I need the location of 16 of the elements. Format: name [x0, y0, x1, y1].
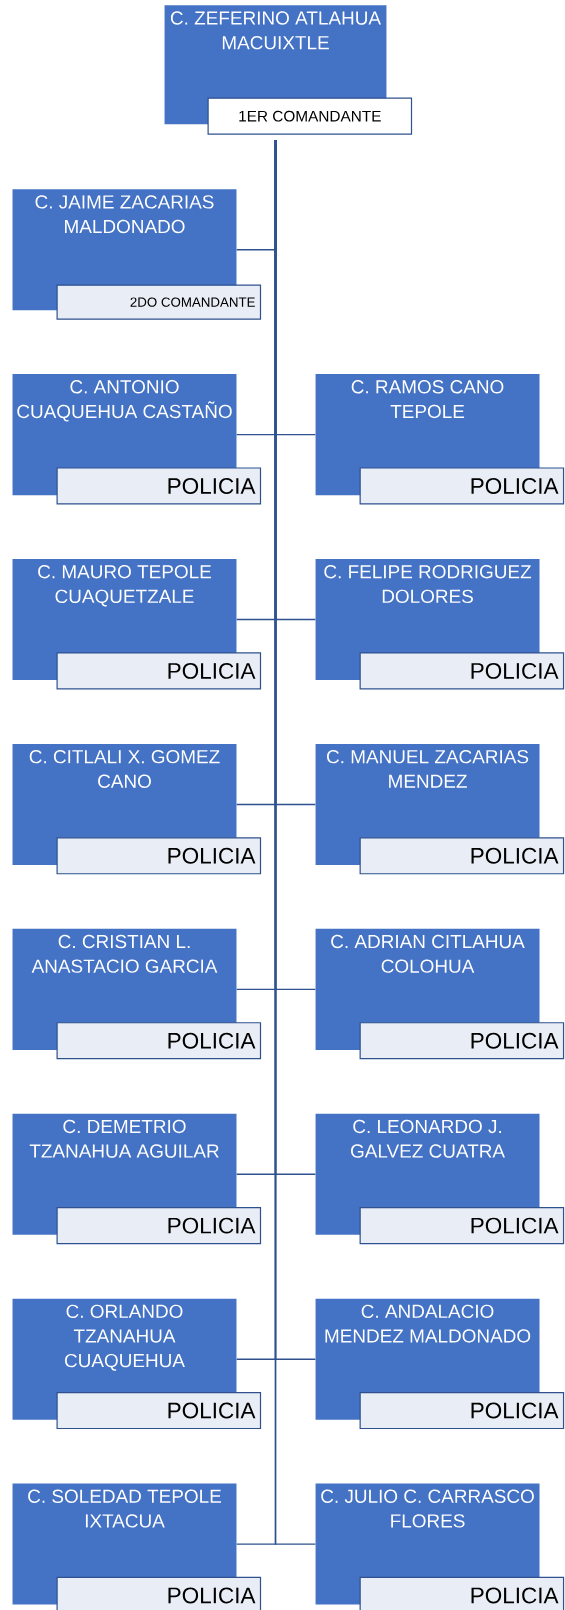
role-label: POLICIA — [56, 1391, 262, 1430]
role-label: POLICIA — [56, 1576, 262, 1610]
role-label: POLICIA — [359, 652, 565, 690]
role-label: POLICIA — [359, 467, 565, 505]
role-label: POLICIA — [359, 837, 565, 875]
role-label: POLICIA — [56, 837, 262, 875]
role-label: POLICIA — [359, 1391, 565, 1430]
role-label: 2DO COMANDANTE — [56, 284, 262, 320]
role-label: POLICIA — [359, 1207, 565, 1245]
role-label: POLICIA — [359, 1576, 565, 1610]
role-label: 1ER COMANDANTE — [207, 97, 413, 135]
role-label: POLICIA — [56, 1022, 262, 1060]
role-label: POLICIA — [56, 1207, 262, 1245]
role-label: POLICIA — [56, 467, 262, 505]
role-label: POLICIA — [359, 1022, 565, 1060]
role-label: POLICIA — [56, 652, 262, 690]
